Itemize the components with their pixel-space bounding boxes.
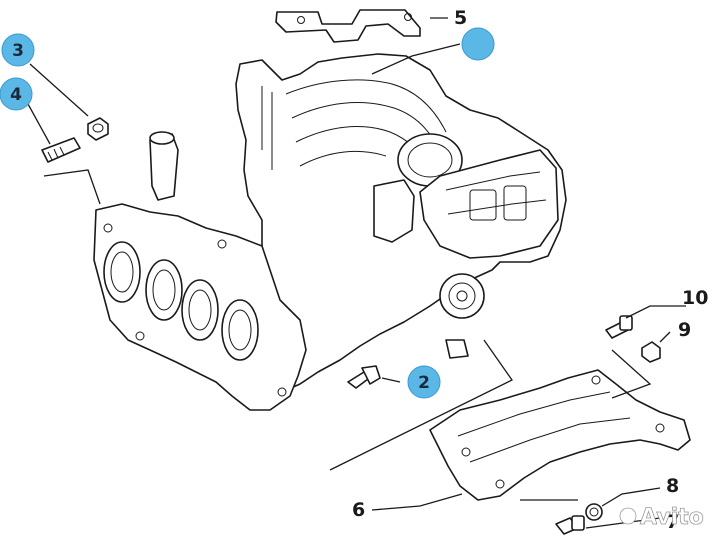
bracket-part-6	[429, 369, 691, 501]
bolt-part-10	[605, 315, 633, 339]
nut-part-9	[641, 341, 661, 363]
callout-1[interactable]	[461, 27, 495, 61]
intake-manifold	[221, 53, 567, 397]
leader-lines	[27, 17, 686, 529]
callout-label-3: 3	[12, 41, 24, 61]
port-flange	[93, 131, 307, 411]
callout-label-9[interactable]: 9	[678, 319, 691, 341]
callout-label-8[interactable]: 8	[666, 475, 679, 497]
watermark: Avito	[619, 505, 704, 530]
nut-part-8	[585, 503, 603, 521]
bolt-part-7	[555, 515, 585, 535]
stud-part-4	[41, 137, 81, 163]
bracket-plate-part-5	[275, 9, 421, 43]
callout-label-6[interactable]: 6	[352, 499, 365, 521]
bolt-part-2	[347, 365, 381, 389]
callout-label-2: 2	[418, 373, 430, 393]
callout-2[interactable]: 2	[407, 365, 441, 399]
callout-badge-4[interactable]	[0, 77, 33, 111]
callout-badge-2[interactable]	[407, 365, 441, 399]
callout-label-5[interactable]: 5	[454, 7, 467, 29]
callout-badge-1[interactable]	[461, 27, 495, 61]
nut-part-3	[87, 117, 109, 141]
watermark-logo-icon	[619, 507, 637, 525]
callout-badge-3[interactable]	[1, 33, 35, 67]
callout-label-10[interactable]: 10	[682, 287, 708, 309]
callout-label-7[interactable]: 7	[666, 511, 679, 533]
callout-4[interactable]: 4	[0, 77, 33, 111]
callout-3[interactable]: 3	[1, 33, 35, 67]
callout-label-4: 4	[10, 85, 22, 105]
watermark-text: Avito	[640, 505, 704, 530]
